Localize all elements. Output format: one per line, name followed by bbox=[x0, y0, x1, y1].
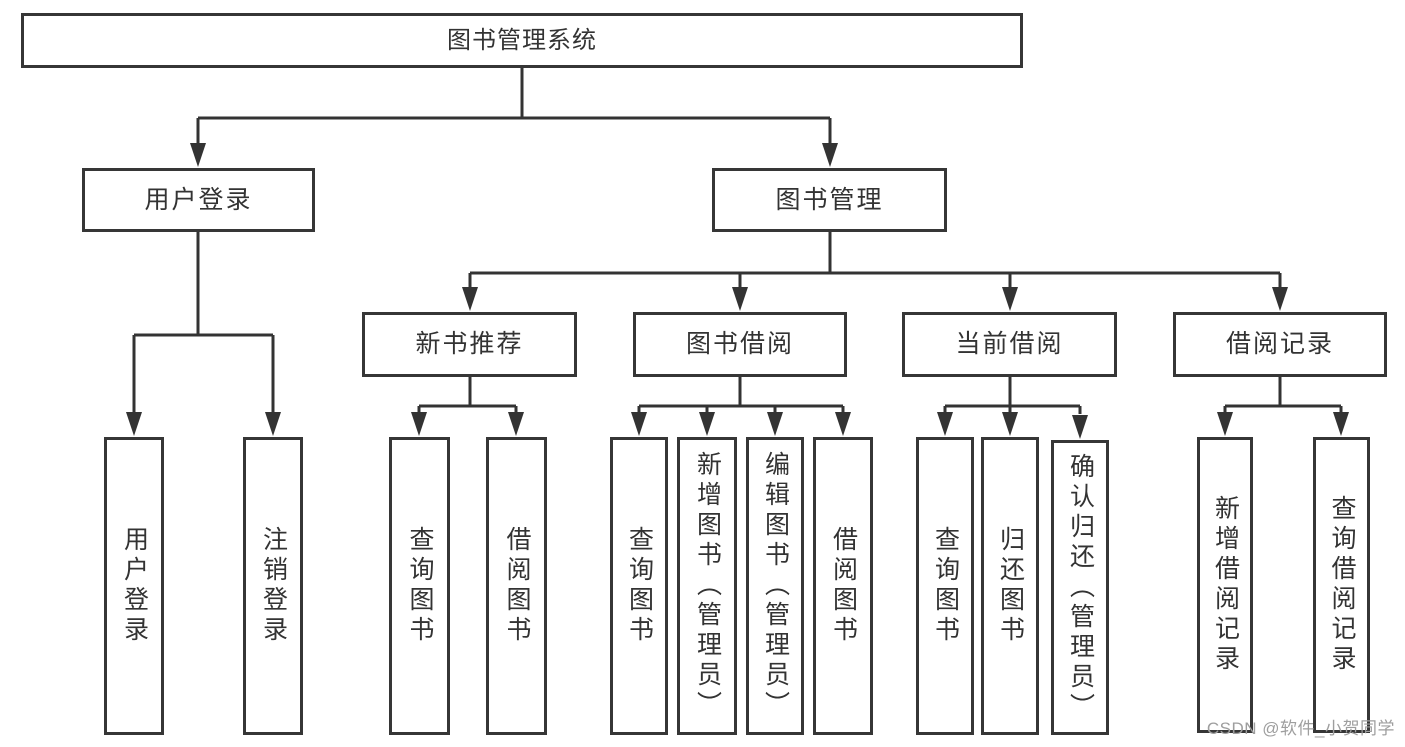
leaf-add-borrow-record: 新增借阅记录 bbox=[1197, 437, 1253, 733]
node-book-management: 图书管理 bbox=[712, 168, 947, 232]
leaf-newbook-borrow-books: 借阅图书 bbox=[486, 437, 547, 735]
leaf-edit-book-admin: 编辑图书（管理员） bbox=[746, 437, 804, 735]
leaf-return-book: 归还图书 bbox=[981, 437, 1039, 735]
arrowhead-cb1 bbox=[937, 412, 953, 436]
arrowhead-br2 bbox=[1333, 412, 1349, 436]
leaf-borrow-query-books: 查询图书 bbox=[610, 437, 668, 735]
node-borrow-records: 借阅记录 bbox=[1173, 312, 1387, 377]
arrowhead-leaf-logout bbox=[265, 412, 281, 436]
arrowhead-user-login bbox=[190, 143, 206, 167]
arrowhead-leaf-login bbox=[126, 412, 142, 436]
node-current-borrow: 当前借阅 bbox=[902, 312, 1117, 377]
leaf-borrow-book: 借阅图书 bbox=[813, 437, 873, 735]
arrowhead-cb3 bbox=[1072, 415, 1088, 439]
leaf-current-query-books: 查询图书 bbox=[916, 437, 974, 735]
arrowhead-borrowrecords bbox=[1272, 287, 1288, 311]
arrowhead-bb3 bbox=[767, 412, 783, 436]
arrowhead-currentborrow bbox=[1002, 287, 1018, 311]
leaf-newbook-query-books: 查询图书 bbox=[389, 437, 450, 735]
arrowhead-bb4 bbox=[835, 412, 851, 436]
leaf-user-login: 用户登录 bbox=[104, 437, 164, 735]
leaf-logout: 注销登录 bbox=[243, 437, 303, 735]
leaf-query-borrow-record: 查询借阅记录 bbox=[1313, 437, 1370, 733]
arrowhead-bookborrow bbox=[732, 287, 748, 311]
node-library-system: 图书管理系统 bbox=[21, 13, 1023, 68]
arrowhead-nb2 bbox=[508, 412, 524, 436]
node-new-book-recommend: 新书推荐 bbox=[362, 312, 577, 377]
arrowhead-bb2 bbox=[699, 412, 715, 436]
leaf-add-book-admin: 新增图书（管理员） bbox=[677, 437, 737, 735]
arrowhead-cb2 bbox=[1002, 412, 1018, 436]
csdn-watermark: CSDN @软件_小贺同学 bbox=[1206, 719, 1395, 738]
leaf-confirm-return-admin: 确认归还（管理员） bbox=[1051, 440, 1109, 735]
arrowhead-newbook bbox=[462, 287, 478, 311]
arrowhead-book-mgmt bbox=[822, 143, 838, 167]
node-book-borrow: 图书借阅 bbox=[633, 312, 847, 377]
arrowhead-nb1 bbox=[411, 412, 427, 436]
node-user-login: 用户登录 bbox=[82, 168, 315, 232]
arrowhead-br1 bbox=[1217, 412, 1233, 436]
arrowhead-bb1 bbox=[631, 412, 647, 436]
